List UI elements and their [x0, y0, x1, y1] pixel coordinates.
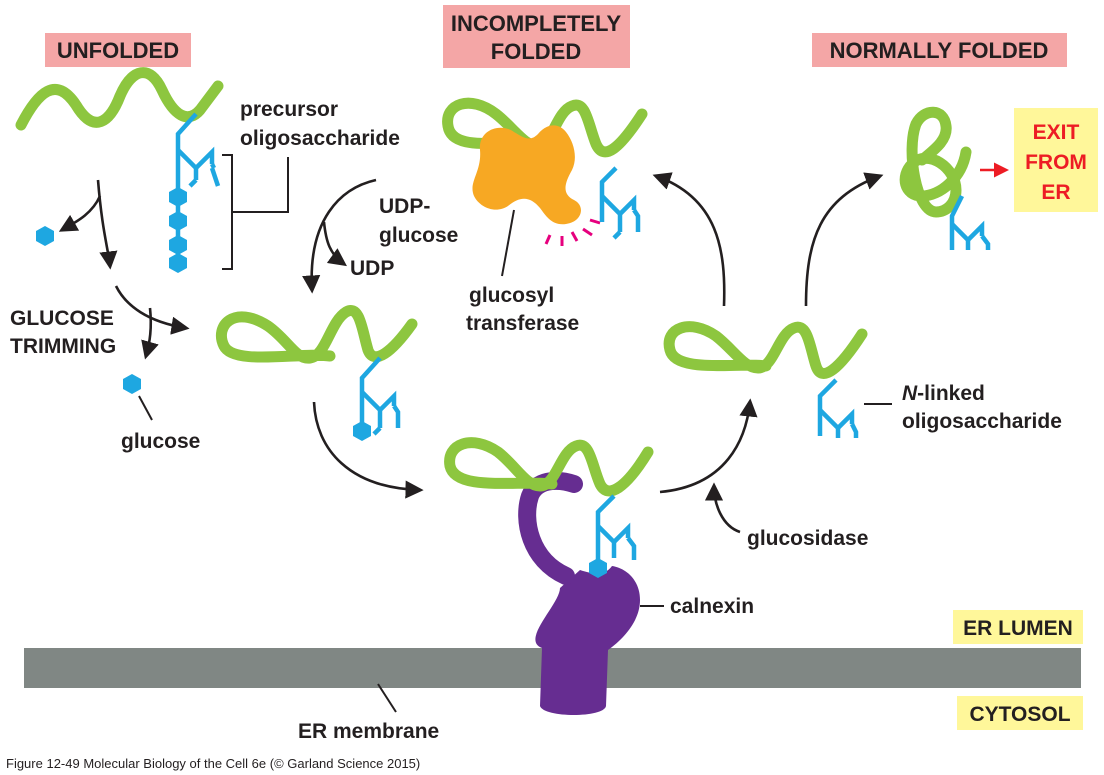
- er-lumen-label: ER LUMEN: [963, 617, 1073, 640]
- cytosol-box: [957, 696, 1083, 730]
- normally-folded-label: NORMALLY FOLDED: [830, 38, 1049, 63]
- trim-arrow-1: [96, 179, 118, 270]
- precursor-label-line2: oligosaccharide: [240, 127, 400, 150]
- normally-folded-protein: [899, 106, 972, 218]
- exit-line1: EXIT: [1033, 121, 1080, 144]
- calnexin: [535, 566, 640, 715]
- unfolded-label-box: [45, 33, 191, 67]
- calnexin-label: calnexin: [670, 595, 754, 618]
- folding-protein-left: [215, 305, 418, 364]
- precursor-bracket: [222, 154, 289, 270]
- release-arrow: [659, 398, 758, 494]
- cytosol-label: CYTOSOL: [969, 703, 1070, 726]
- udp-arrow: [322, 221, 347, 267]
- n-linked-italic: N: [902, 382, 918, 405]
- trim-arrow-2: [114, 285, 190, 335]
- glucose-removed-1: [36, 226, 54, 246]
- unfolded-protein: [15, 67, 224, 131]
- glucosyl-transferase: [472, 125, 581, 225]
- glucose-removed-2: [123, 374, 141, 394]
- to-calnexin-arrow: [312, 401, 424, 499]
- oligosaccharide-transferase: [599, 166, 641, 240]
- udp-label: UDP: [350, 257, 394, 280]
- calnexin-bound-protein: [444, 437, 654, 497]
- oligosaccharide-left: [353, 356, 401, 441]
- er-lumen-box: [953, 610, 1083, 644]
- er-membrane-label: ER membrane: [298, 720, 439, 743]
- folding-protein-right: [663, 321, 868, 379]
- udp-glucose-arrow: [302, 178, 377, 294]
- calnexin-arm: [518, 471, 583, 585]
- glucosidase-label: glucosidase: [747, 527, 868, 550]
- oligosaccharide-folded: [949, 194, 991, 250]
- oligosaccharide-calnexin: [589, 494, 637, 578]
- udp-glucose-line2: glucose: [379, 224, 458, 247]
- glucose-trimming-line2: TRIMMING: [10, 335, 116, 358]
- exit-line3: ER: [1041, 181, 1070, 204]
- glucosyl-transferase-leader: [501, 209, 515, 277]
- normally-folded-label-box: [812, 33, 1067, 67]
- n-linked-label-line2: oligosaccharide: [902, 410, 1062, 433]
- glucose-label: glucose: [121, 430, 200, 453]
- incompletely-folded-label-box: [443, 5, 630, 68]
- glucosyl-label-line2: transferase: [466, 312, 579, 335]
- precursor-oligosaccharide: [169, 112, 221, 273]
- figure-caption: Figure 12-49 Molecular Biology of the Ce…: [6, 756, 420, 771]
- glucosyl-label-line1: glucosyl: [469, 284, 554, 307]
- glucose-leader: [138, 395, 153, 421]
- trim-branch-2: [141, 307, 159, 360]
- glucosidase-arrow: [704, 482, 741, 534]
- er-membrane-leader: [377, 683, 397, 713]
- trim-branch-1: [58, 195, 102, 232]
- udp-glucose-line1: UDP-: [379, 195, 430, 218]
- glucose-trimming-line1: GLUCOSE: [10, 307, 114, 330]
- incompletely-folded-label-line2: FOLDED: [491, 39, 581, 64]
- exit-from-er-box: [1014, 108, 1098, 212]
- unfolded-label: UNFOLDED: [57, 38, 179, 63]
- exit-line2: FROM: [1025, 151, 1087, 174]
- precursor-label-line1: precursor: [240, 98, 338, 121]
- n-linked-oligosaccharide: [817, 378, 859, 438]
- incompletely-folded-label-line1: INCOMPLETELY: [451, 11, 622, 36]
- n-linked-suffix: -linked: [917, 382, 985, 405]
- to-exit-arrow: [804, 172, 884, 307]
- to-transferase-arrow: [652, 172, 726, 307]
- signal-dashes: [544, 218, 601, 246]
- n-linked-label-line1: N-linked: [902, 382, 985, 405]
